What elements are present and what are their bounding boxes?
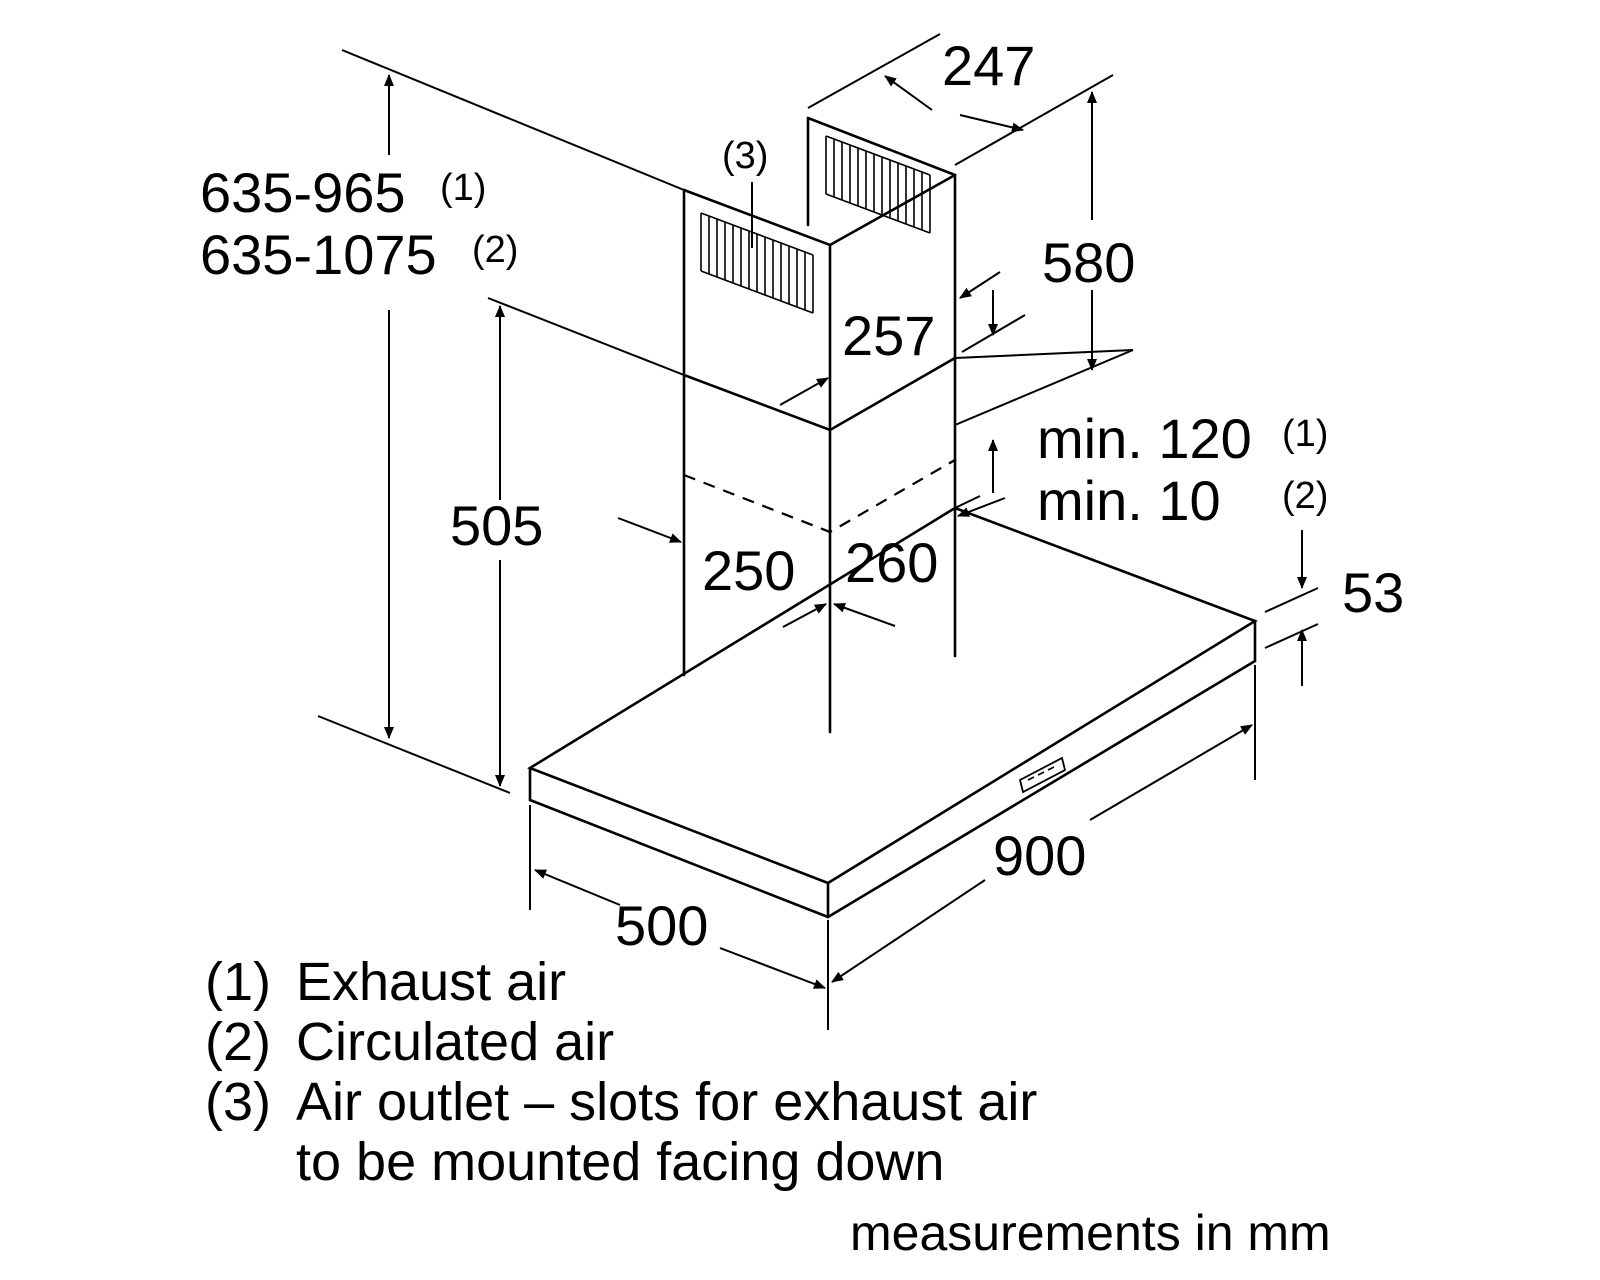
legend-marker-2: (2): [205, 1012, 271, 1072]
legend-marker-1: (1): [205, 952, 271, 1012]
clearance-exhaust-note: (1): [1282, 413, 1328, 455]
clearance-exhaust-label: min. 120: [1037, 407, 1252, 470]
upper-chimney-width-label: 257: [842, 304, 935, 367]
lower-chimney-width-label: 260: [845, 531, 938, 594]
canopy: [527, 506, 1258, 919]
lower-chimney: [682, 356, 957, 734]
height-range-circulated-label: 635-1075: [200, 223, 437, 286]
lower-chimney-height-label: 505: [450, 494, 543, 557]
lower-chimney-depth-label: 250: [702, 539, 795, 602]
chimney-depth-label: 247: [942, 34, 1035, 97]
control-panel-icon: [1018, 756, 1067, 794]
canopy-width-label: 900: [993, 824, 1086, 887]
height-range-circulated-note: (2): [472, 229, 518, 271]
height-range-exhaust-note: (1): [440, 167, 486, 209]
upper-chimney-height-label: 580: [1042, 231, 1135, 294]
units-note: measurements in mm: [850, 1205, 1331, 1261]
legend-text-1: Exhaust air: [296, 952, 566, 1012]
legend-text-2: Circulated air: [296, 1012, 614, 1072]
air-outlet-slots-icon: [700, 135, 931, 314]
height-range-exhaust-label: 635-965: [200, 161, 406, 224]
air-outlet-callout: (3): [722, 135, 768, 177]
clearance-circulated-label: min. 10: [1037, 469, 1221, 532]
canopy-depth-label: 500: [615, 894, 708, 957]
legend: (1) Exhaust air (2) Circulated air (3) A…: [205, 952, 1037, 1192]
canopy-thickness-label: 53: [1342, 561, 1404, 624]
legend-text-3-continued: to be mounted facing down: [296, 1132, 944, 1192]
legend-text-3: Air outlet – slots for exhaust air: [296, 1072, 1037, 1132]
legend-marker-3: (3): [205, 1072, 271, 1132]
dimension-lines: [317, 33, 1319, 1030]
clearance-circulated-note: (2): [1282, 475, 1328, 517]
